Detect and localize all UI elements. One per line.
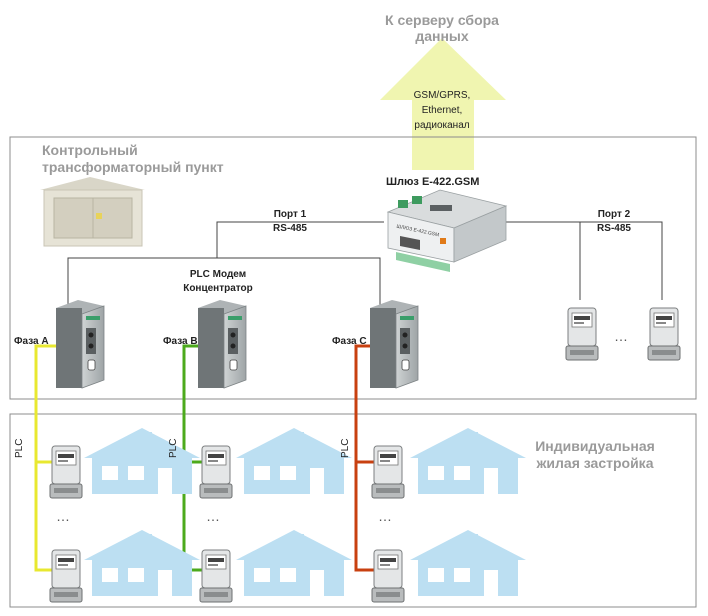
port2-bus	[505, 221, 663, 300]
server-label-line1: К серверу сбора	[385, 12, 499, 28]
residential-frame	[9, 413, 697, 608]
port1-line1: Порт 1	[273, 209, 307, 220]
port2-meter-1-icon	[565, 307, 599, 361]
residential-line1: Индивидуальная	[535, 438, 655, 454]
uplink-line3: радиоканал	[414, 120, 470, 131]
uplink-line1: GSM/GPRS,	[413, 90, 471, 101]
port2-line1: Порт 2	[597, 209, 631, 220]
residential-label: Индивидуальная жилая застройка	[520, 438, 670, 472]
meter-c2-icon	[371, 549, 405, 603]
house-b2-icon	[236, 530, 352, 596]
uplink-line2: Ethernet,	[421, 105, 463, 116]
uplink-label: GSM/GPRS, Ethernet, радиоканал	[402, 88, 482, 133]
house-b1-icon	[236, 428, 352, 494]
gateway-label: Шлюз E-422.GSM	[386, 176, 480, 188]
phase-c-label: Фаза C	[332, 336, 367, 347]
meter-b1-icon	[199, 445, 233, 499]
ellipsis-b: …	[206, 508, 220, 524]
ellipsis-c: …	[378, 508, 392, 524]
meter-c1-icon	[371, 445, 405, 499]
plc-label-a: PLC	[14, 438, 25, 458]
meter-a2-icon	[49, 549, 83, 603]
modem-phase-c-icon	[369, 299, 419, 389]
gateway-device-icon	[386, 189, 508, 272]
port2-line2: RS-485	[597, 223, 631, 234]
plc-label-b: PLC	[168, 438, 179, 458]
uplink-arrow	[380, 38, 506, 170]
phase-b-label: Фаза B	[163, 336, 198, 347]
port1-bus	[216, 221, 384, 258]
port1-line2: RS-485	[273, 223, 307, 234]
substation-title-line1: Контрольный	[42, 142, 138, 158]
port2-label: Порт 2 RS-485	[586, 208, 642, 236]
phase-a-label: Фаза А	[14, 336, 49, 347]
meter-b2-icon	[199, 549, 233, 603]
substation-title: Контрольный трансформаторный пункт	[42, 142, 224, 176]
ellipsis-a: …	[56, 508, 70, 524]
residential-line2: жилая застройка	[536, 455, 654, 471]
port2-ellipsis: …	[614, 328, 628, 344]
meter-a1-icon	[49, 445, 83, 499]
port2-meter-2-icon	[647, 307, 681, 361]
substation-cabinet-icon	[40, 177, 145, 247]
modem-label: PLC Модем Концентратор	[168, 268, 268, 296]
port1-label: Порт 1 RS-485	[262, 208, 318, 236]
house-c1-icon	[410, 428, 526, 494]
modem-phase-a-icon	[55, 299, 105, 389]
server-label: К серверу сбора данных	[372, 12, 512, 44]
modem-phase-b-icon	[197, 299, 247, 389]
substation-frame	[9, 136, 697, 400]
substation-title-line2: трансформаторный пункт	[42, 159, 224, 175]
modem-bus	[67, 257, 381, 305]
house-c2-icon	[410, 530, 526, 596]
modem-line1: PLC Модем	[189, 269, 247, 280]
plc-label-c: PLC	[340, 438, 351, 458]
modem-line2: Концентратор	[183, 283, 253, 294]
server-label-line2: данных	[415, 28, 469, 44]
